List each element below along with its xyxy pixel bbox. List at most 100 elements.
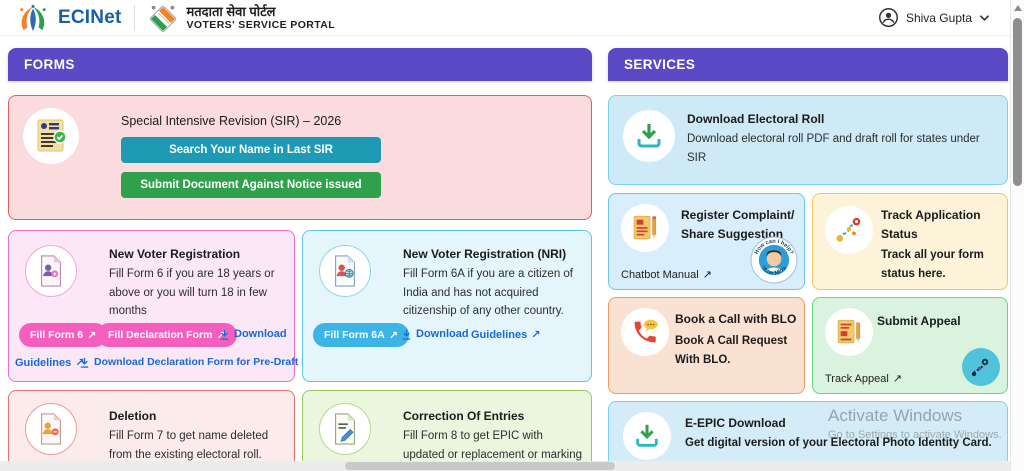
eci-logo-icon xyxy=(149,5,176,32)
nri-title: New Voter Registration (NRI) xyxy=(403,247,567,261)
header-divider xyxy=(133,4,135,31)
nri-registration-card: New Voter Registration (NRI) Fill Form 6… xyxy=(302,230,592,382)
portal-brand: मतदाता सेवा पोर्टल VOTERS' SERVICE PORTA… xyxy=(147,2,336,34)
horizontal-scrollbar[interactable] xyxy=(0,461,1010,471)
epic-icon-circle xyxy=(623,412,671,460)
user-name: Shiva Gupta xyxy=(905,10,972,25)
register-complaint-card[interactable]: Register Complaint/ Share Suggestion Cha… xyxy=(608,193,805,290)
user-avatar-icon xyxy=(878,8,898,27)
epic-title: E-EPIC Download xyxy=(685,416,786,430)
epic-description: Get digital version of your Electoral Ph… xyxy=(685,437,992,449)
ecinet-brand[interactable]: ECINet xyxy=(14,4,122,32)
download-icon xyxy=(402,329,411,340)
e-epic-download-card[interactable]: E-EPIC Download Get digital version of y… xyxy=(608,401,1008,471)
forms-panel-header: FORMS xyxy=(8,48,592,81)
track-appeal-label: Track Appeal xyxy=(825,372,889,385)
download-icon xyxy=(80,357,89,368)
download-tray-icon xyxy=(637,124,661,148)
form6-download-link[interactable]: Download xyxy=(219,328,287,340)
ecinet-logo-icon xyxy=(20,4,46,31)
form6-guidelines-link[interactable]: Guidelines↗ xyxy=(15,356,84,370)
track-status-description: Track all your form status here. xyxy=(881,249,984,280)
user-menu[interactable]: Shiva Gupta xyxy=(878,7,996,28)
download-declaration-label: Download Declaration Form for Pre-Draft … xyxy=(94,356,334,368)
fill-form6a-button[interactable]: Fill Form 6A↗ xyxy=(313,323,409,347)
phone-call-icon xyxy=(634,319,658,343)
voter-mitra-chatbot-avatar[interactable]: How can I help? Voter Mitra xyxy=(750,236,798,284)
download-tray-icon xyxy=(636,424,658,447)
blo-icon-circle xyxy=(621,308,669,356)
deletion-description: Fill Form 7 to get name deleted from the… xyxy=(109,430,269,461)
chevron-down-icon xyxy=(979,14,990,21)
book-call-blo-card[interactable]: Book a Call with BLO Book A Call Request… xyxy=(608,297,805,394)
track-status-title: Track Application Status xyxy=(881,208,981,241)
vertical-scrollbar-thumb[interactable] xyxy=(1013,18,1022,186)
track-appeal-link[interactable]: Track Appeal↗ xyxy=(825,372,903,386)
new-voter-title: New Voter Registration xyxy=(109,247,241,261)
new-voter-registration-card: New Voter Registration Fill Form 6 if yo… xyxy=(8,230,333,382)
fill-form6a-label: Fill Form 6A xyxy=(324,329,385,341)
external-link-icon: ↗ xyxy=(87,329,97,342)
download-label: Download xyxy=(234,328,287,340)
form7-icon-circle xyxy=(25,403,77,455)
forms-panel-title: FORMS xyxy=(24,57,75,72)
complaint-icon-circle xyxy=(621,204,669,252)
deletion-card: Deletion Fill Form 7 to get name deleted… xyxy=(8,390,295,471)
correction-card: Correction Of Entries Fill Form 8 to get… xyxy=(302,390,592,471)
download-icon xyxy=(220,329,229,340)
correction-document-icon xyxy=(335,413,355,445)
external-link-icon: ↗ xyxy=(388,329,398,342)
electoral-roll-title: Download Electoral Roll xyxy=(687,112,825,126)
submit-document-button[interactable]: Submit Document Against Notice issued xyxy=(121,172,381,198)
services-panel: SERVICES Download Electoral Roll Downloa… xyxy=(608,48,1008,471)
nri-document-icon xyxy=(335,255,355,287)
services-panel-title: SERVICES xyxy=(624,57,696,72)
external-link-icon: ↗ xyxy=(216,329,226,342)
form6a-icon-circle xyxy=(319,245,371,297)
sir-document-icon xyxy=(37,119,67,152)
sir-card: Special Intensive Revision (SIR) – 2026 … xyxy=(8,95,592,220)
track-appeal-badge[interactable] xyxy=(962,348,1000,386)
appeal-icon-circle xyxy=(825,308,873,356)
download-declaration-predraft-link[interactable]: Download Declaration Form for Pre-Draft … xyxy=(79,356,333,368)
form6a-download-link[interactable]: Download xyxy=(401,328,469,340)
vertical-scrollbar[interactable] xyxy=(1010,0,1024,471)
horizontal-scrollbar-thumb[interactable] xyxy=(345,462,615,470)
external-link-icon: ↗ xyxy=(702,269,712,281)
brand-name: ECINet xyxy=(58,6,122,28)
appeal-title: Submit Appeal xyxy=(877,314,961,328)
fill-form6-label: Fill Form 6 xyxy=(30,329,84,341)
portal-title-hindi: मतदाता सेवा पोर्टल xyxy=(186,4,276,19)
download-electoral-roll-card[interactable]: Download Electoral Roll Download elector… xyxy=(608,95,1008,185)
track-application-status-card[interactable]: Track Application Status Track all your … xyxy=(812,193,1008,290)
external-link-icon: ↗ xyxy=(531,329,541,341)
appeal-document-icon xyxy=(837,319,861,344)
correction-title: Correction Of Entries xyxy=(403,409,525,423)
download-label: Download xyxy=(416,328,469,340)
external-link-icon: ↗ xyxy=(892,373,903,385)
search-name-sir-button[interactable]: Search Your Name in Last SIR xyxy=(121,137,381,163)
forms-panel: FORMS Special Intensive Revision (SI xyxy=(8,48,592,471)
form6-icon-circle xyxy=(25,245,77,297)
fill-form6-button[interactable]: Fill Form 6↗ xyxy=(19,323,108,347)
blo-title: Book a Call with BLO xyxy=(675,312,797,326)
nri-description: Fill Form 6A if you are a citizen of Ind… xyxy=(403,268,574,318)
app-header: ECINet मतदाता सेवा पोर्टल VOTERS' SERVIC… xyxy=(0,0,1010,36)
guidelines-label: Guidelines xyxy=(471,328,528,341)
chatbot-manual-link[interactable]: Chatbot Manual↗ xyxy=(621,268,712,282)
form8-icon-circle xyxy=(319,403,371,455)
complaint-document-icon xyxy=(633,215,657,240)
scroll-up-arrow-icon[interactable] xyxy=(1014,5,1022,11)
chatbot-manual-label: Chatbot Manual xyxy=(621,268,699,281)
form6a-guidelines-link[interactable]: Guidelines↗ xyxy=(471,328,541,342)
services-panel-header: SERVICES xyxy=(608,48,1008,81)
deletion-document-icon xyxy=(41,413,61,445)
blo-description: Book A Call Request With BLO. xyxy=(675,335,788,366)
submit-appeal-card[interactable]: Submit Appeal Track Appeal↗ xyxy=(812,297,1008,394)
complaint-title: Register Complaint/ Share Suggestion xyxy=(681,208,795,241)
route-pin-icon xyxy=(836,217,861,242)
new-voter-description: Fill Form 6 if you are 18 years or above… xyxy=(109,268,275,318)
fill-declaration-form-button[interactable]: Fill Declaration Form↗ xyxy=(97,323,237,347)
new-voter-document-icon xyxy=(41,255,61,287)
